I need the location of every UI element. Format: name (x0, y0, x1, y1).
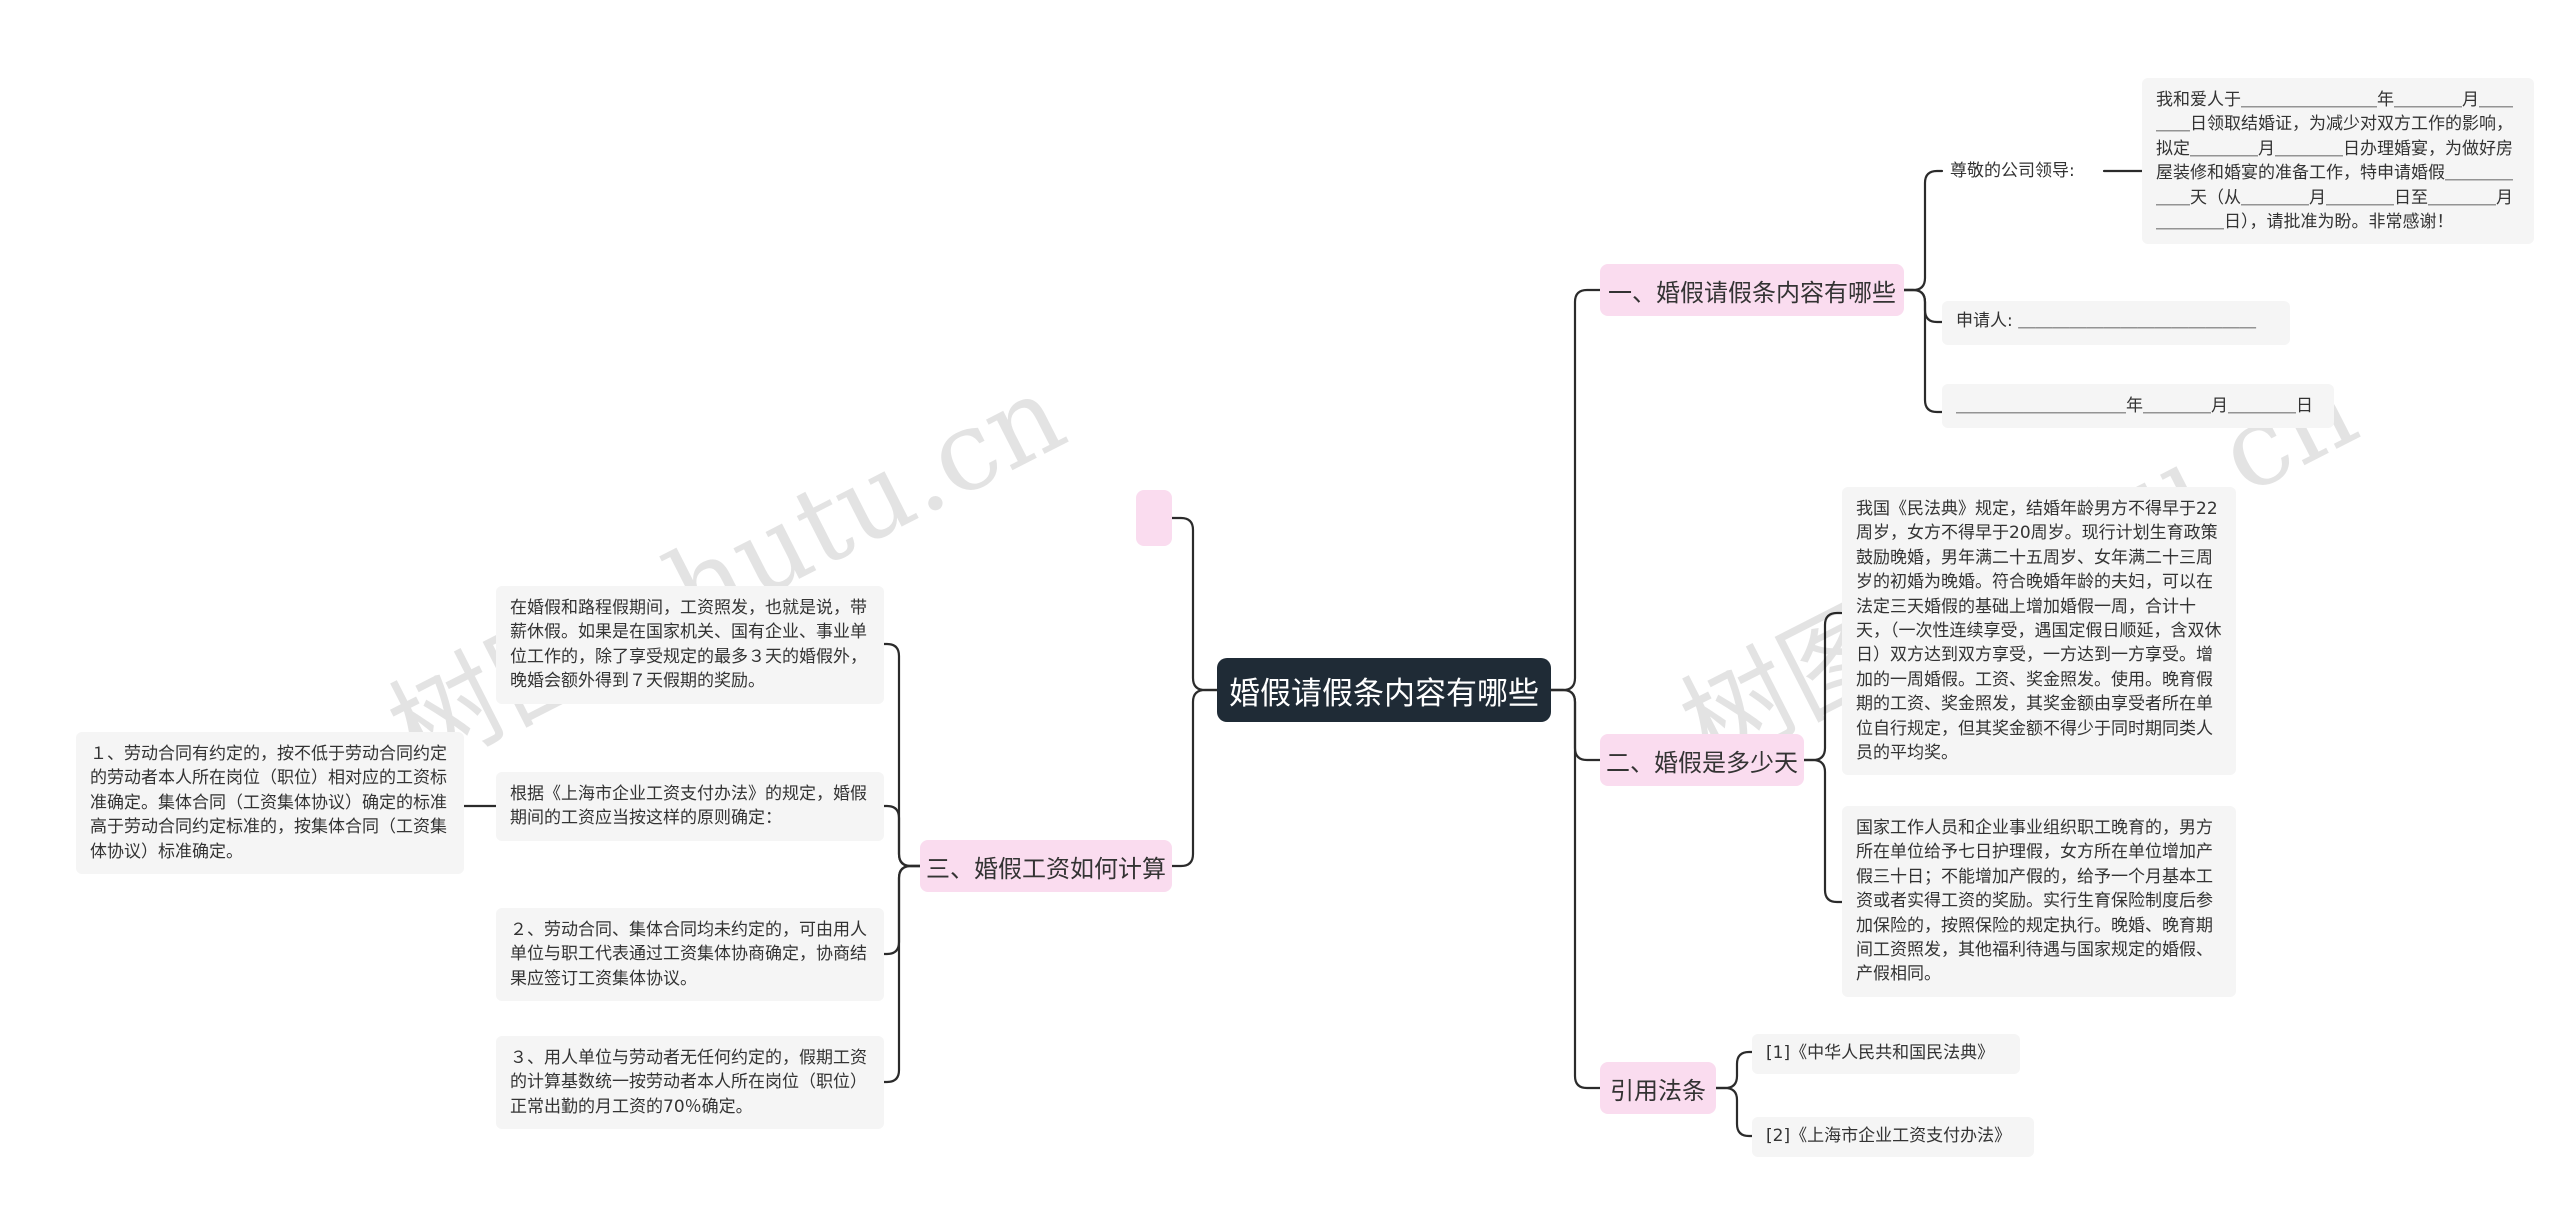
marriage-leave-text[interactable]: 我国《民法典》规定，结婚年龄男方不得早于22周岁，女方不得早于20周岁。现行计划… (1842, 487, 2236, 776)
reference-civil-code[interactable]: [1]《中华人民共和国民法典》 (1752, 1034, 2020, 1074)
link-root-b5 (1170, 516, 1219, 692)
late-birth-text[interactable]: 国家工作人员和企业事业组织职工晚育的，男方所在单位给予七日护理假，女方所在单位增… (1842, 806, 2236, 997)
root-topic[interactable]: 婚假请假条内容有哪些 (1217, 658, 1551, 722)
link-b3-ref1 (1714, 1050, 1754, 1090)
link-root-b3 (1549, 688, 1602, 1090)
greeting-label[interactable]: 尊敬的公司领导: (1950, 161, 2075, 181)
paid-leave-text[interactable]: 在婚假和路程假期间，工资照发，也就是说，带薪休假。如果是在国家机关、国有企业、事… (496, 586, 884, 704)
branch-references[interactable]: 引用法条 (1600, 1062, 1716, 1114)
reference-wage-rules[interactable]: [2]《上海市企业工资支付办法》 (1752, 1117, 2034, 1157)
link-root-b1 (1549, 288, 1602, 692)
link-b2-p1 (1802, 611, 1844, 762)
wage-rule-2[interactable]: ２、劳动合同、集体合同均未约定的，可由用人单位与职工代表通过工资集体协商确定，协… (496, 908, 884, 1002)
branch-empty[interactable] (1136, 490, 1172, 546)
link-b2-p2 (1802, 758, 1844, 904)
link-b3-ref2 (1714, 1086, 1754, 1138)
link-b4-p2 (882, 804, 922, 868)
branch-wage-calc[interactable]: 三、婚假工资如何计算 (920, 840, 1172, 892)
link-root-b4 (1170, 688, 1219, 868)
letter-text[interactable]: 我和爱人于＿＿＿＿＿＿＿＿年＿＿＿＿月＿＿＿＿日领取结婚证，为减少对双方工作的影… (2142, 78, 2534, 245)
branch-days[interactable]: 二、婚假是多少天 (1600, 734, 1804, 786)
wage-rule-intro[interactable]: 根据《上海市企业工资支付办法》的规定，婚假期间的工资应当按这样的原则确定： (496, 772, 884, 841)
applicant-line[interactable]: 申请人: ＿＿＿＿＿＿＿＿＿＿＿＿＿＿ (1942, 301, 2290, 345)
wage-rule-1[interactable]: １、劳动合同有约定的，按不低于劳动合同约定的劳动者本人所在岗位（职位）相对应的工… (76, 732, 464, 875)
link-b4-p1 (882, 642, 922, 868)
wage-rule-3[interactable]: ３、用人单位与劳动者无任何约定的，假期工资的计算基数统一按劳动者本人所在岗位（职… (496, 1036, 884, 1130)
link-b1-date (1902, 288, 1944, 414)
link-b4-p3 (882, 864, 922, 956)
branch-content[interactable]: 一、婚假请假条内容有哪些 (1600, 264, 1904, 316)
link-b4-p4 (882, 864, 922, 1084)
link-b1-greeting (1902, 169, 1944, 292)
date-line[interactable]: ＿＿＿＿＿＿＿＿＿＿年＿＿＿＿月＿＿＿＿日 (1942, 384, 2334, 429)
